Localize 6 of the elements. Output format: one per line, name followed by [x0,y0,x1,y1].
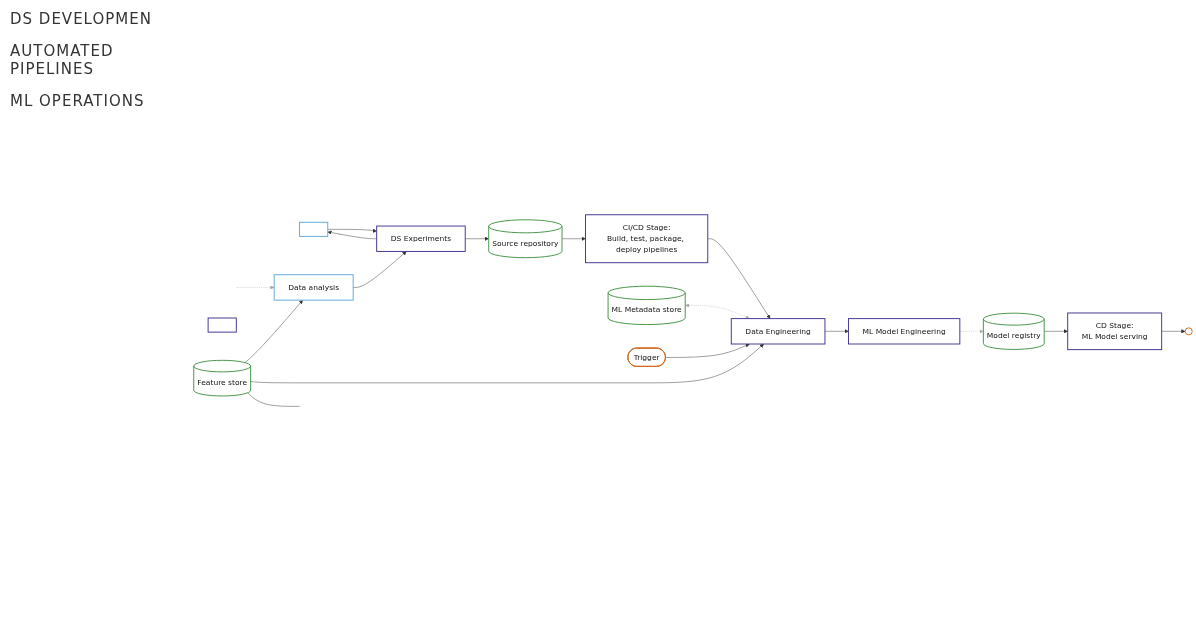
node-box [207,317,237,333]
section-label: AUTOMATED PIPELINES [10,42,115,78]
node-box [299,221,329,237]
node-circle [1184,327,1193,336]
section-label: DS DEVELOPMEN [10,10,153,28]
section-label: ML OPERATIONS [10,92,146,110]
